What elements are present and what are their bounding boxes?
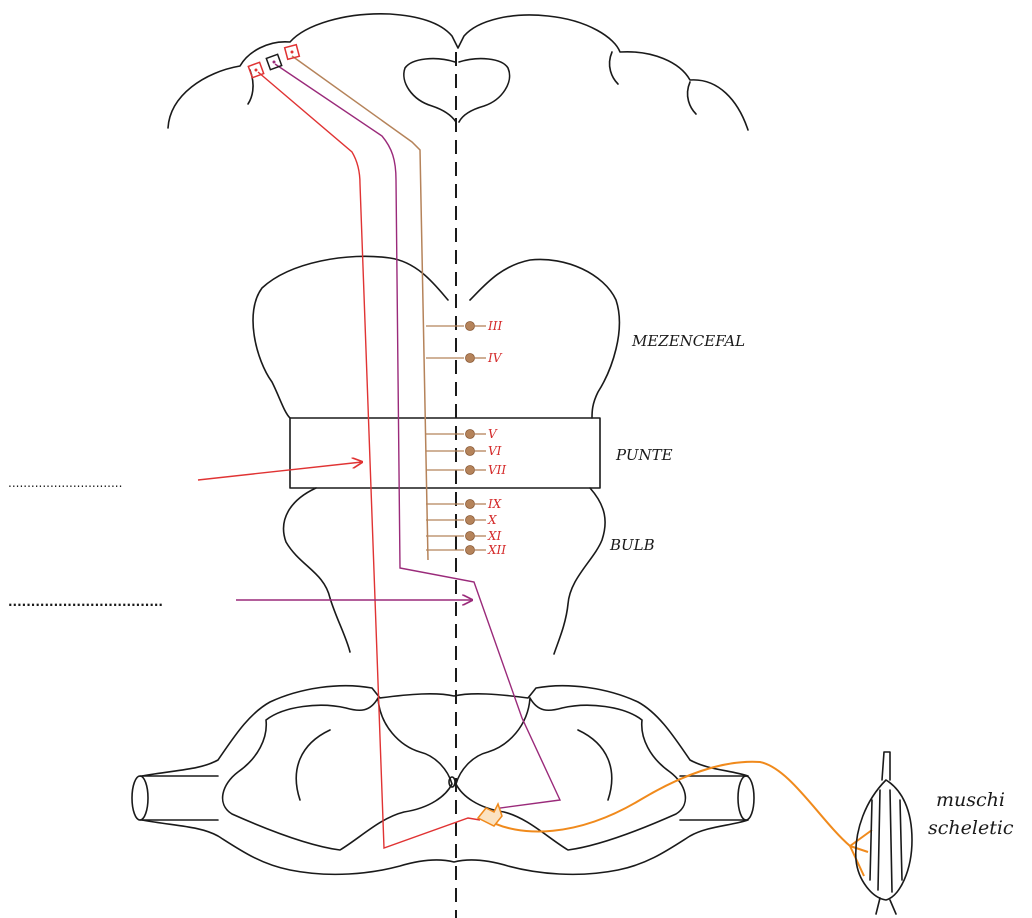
cranial-nucleus-dot	[466, 322, 475, 331]
cranial-nerve-label: XI	[487, 529, 502, 543]
answer-blank-1[interactable]: ..............................	[8, 476, 122, 490]
medulla-outline	[284, 488, 350, 652]
muscle-fiber	[870, 800, 872, 880]
grey-matter-left	[223, 698, 452, 850]
root-right	[738, 776, 754, 820]
label-mesencephalon: MEZENCEFAL	[631, 332, 745, 350]
spinal-cord-outline	[142, 686, 748, 776]
cranial-nerve-label: III	[487, 319, 502, 333]
spinal-cord-outline	[142, 820, 748, 874]
neuron-nucleus	[273, 61, 276, 64]
cranial-nucleus-dot	[466, 354, 475, 363]
muscle-fiber	[878, 790, 880, 890]
cranial-nerve-branches	[426, 326, 464, 550]
cerebral-hemispheres	[168, 14, 748, 130]
cranial-nerve-label: V	[488, 427, 498, 441]
cranial-nerve-label: VI	[488, 444, 502, 458]
cranial-nerve-label: X	[487, 513, 497, 527]
anterior-horn-neuron	[478, 804, 502, 826]
answer-blank-2[interactable]: ..................................	[8, 595, 163, 609]
spinal-cord-section	[132, 686, 754, 875]
cranial-nucleus-dot	[466, 466, 475, 475]
root-right-edge	[680, 776, 746, 820]
root-left-edge	[140, 776, 218, 820]
cranial-nucleus-dot	[466, 430, 475, 439]
pons-box	[290, 418, 600, 488]
muscle-tendon-top	[882, 752, 890, 780]
arrow-tract-pons	[198, 462, 362, 480]
neuron-nucleus	[291, 51, 294, 54]
motor-tracts	[258, 56, 872, 876]
cranial-nucleus-dot	[466, 447, 475, 456]
muscle-fiber	[890, 790, 892, 892]
cranial-nucleus-dot	[466, 516, 475, 525]
brainstem	[253, 256, 619, 654]
muscle-belly	[856, 780, 912, 900]
cranial-nucleus-dot	[466, 500, 475, 509]
anterior-corticospinal-tract	[258, 72, 480, 848]
corticonuclear-tract	[292, 56, 428, 560]
cortex-gyrus-line	[248, 70, 253, 104]
posterior-horn-left	[296, 730, 330, 800]
cranial-nucleus-dot	[466, 532, 475, 541]
lateral-ventricle	[404, 59, 456, 122]
mesencephalon-outline	[470, 259, 619, 418]
muscle-fiber	[900, 800, 902, 880]
anterior-horn-neuron-body	[478, 804, 502, 826]
cortex-gyrus-line	[610, 52, 618, 84]
neuron-nucleus	[255, 69, 258, 72]
label-muscle-line2: scheletic	[928, 817, 1014, 839]
label-muscle-line1: muschi	[936, 789, 1005, 811]
label-medulla: BULB	[609, 536, 655, 554]
label-pons: PUNTE	[615, 446, 673, 464]
cranial-nerve-label: IV	[487, 351, 503, 365]
mesencephalon-outline	[253, 256, 448, 418]
lateral-ventricle	[459, 59, 510, 122]
lower-motor-neuron-axon	[484, 762, 850, 846]
motor-end-branch	[850, 830, 872, 846]
dorsal-root-left	[132, 776, 148, 820]
cranial-nucleus-dot	[466, 546, 475, 555]
cranial-nerve-label: XII	[487, 543, 506, 557]
cerebral-cortex-outline	[168, 14, 748, 130]
cranial-nerve-label: IX	[487, 497, 502, 511]
cranial-nerve-label: VII	[488, 463, 506, 477]
cortex-gyrus-line	[688, 82, 696, 114]
medulla-outline	[554, 488, 605, 654]
posterior-horn-right	[578, 730, 612, 800]
skeletal-muscle	[856, 752, 912, 914]
